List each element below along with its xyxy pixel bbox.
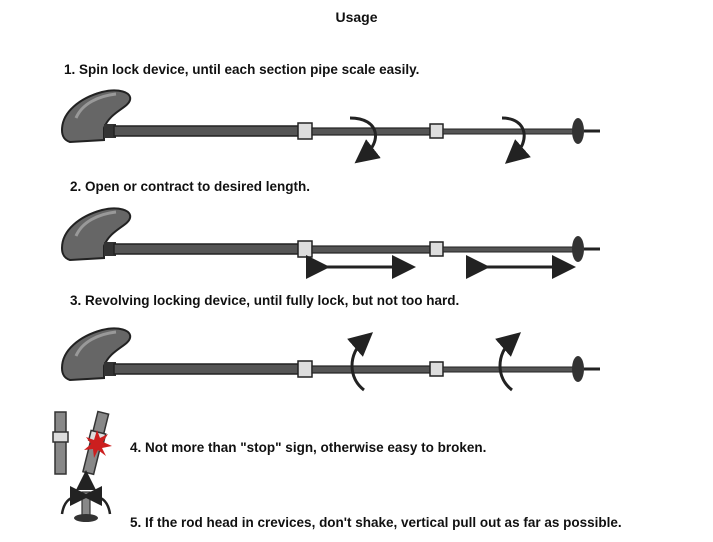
lock-ring — [297, 240, 313, 258]
lock-ring — [429, 123, 444, 139]
lock-ring — [297, 122, 313, 140]
lock-ring — [297, 360, 313, 378]
pole-section-middle — [311, 365, 433, 374]
pole-section-lower — [442, 128, 574, 135]
pole-section-middle — [311, 127, 433, 136]
step-5-text: 5. If the rod head in crevices, don't sh… — [130, 515, 622, 530]
pole-section-lower — [442, 366, 574, 373]
trekking-pole-3 — [60, 327, 600, 392]
basket-3 — [572, 356, 600, 382]
pole-section-middle — [311, 245, 433, 254]
pole-section-upper — [113, 125, 301, 137]
trekking-pole-1 — [60, 89, 600, 164]
step-3-text: 3. Revolving locking device, until fully… — [70, 293, 460, 308]
rotate-arrow — [349, 116, 381, 164]
lock-ring — [429, 241, 444, 257]
basket-1 — [572, 118, 600, 144]
trekking-pole-2 — [60, 207, 600, 279]
grip-3 — [60, 327, 132, 382]
step-4-text: 4. Not more than "stop" sign, otherwise … — [130, 440, 487, 455]
rotate-arrow — [495, 332, 522, 392]
rotate-arrow — [347, 332, 374, 392]
grip-1 — [60, 89, 132, 144]
rotate-arrow — [501, 116, 531, 164]
step-2-text: 2. Open or contract to desired length. — [70, 179, 311, 194]
pull-out-icon — [60, 470, 112, 522]
stop-warning-icon — [52, 410, 112, 476]
pole-section-upper — [113, 363, 301, 375]
grip-2 — [60, 207, 132, 262]
pole-section-lower — [442, 246, 574, 253]
step-1-text: 1. Spin lock device, until each section … — [64, 62, 420, 77]
pole-section-upper — [113, 243, 301, 255]
lock-ring — [429, 361, 444, 377]
usage-title: Usage — [335, 9, 378, 25]
basket-2 — [572, 236, 600, 262]
